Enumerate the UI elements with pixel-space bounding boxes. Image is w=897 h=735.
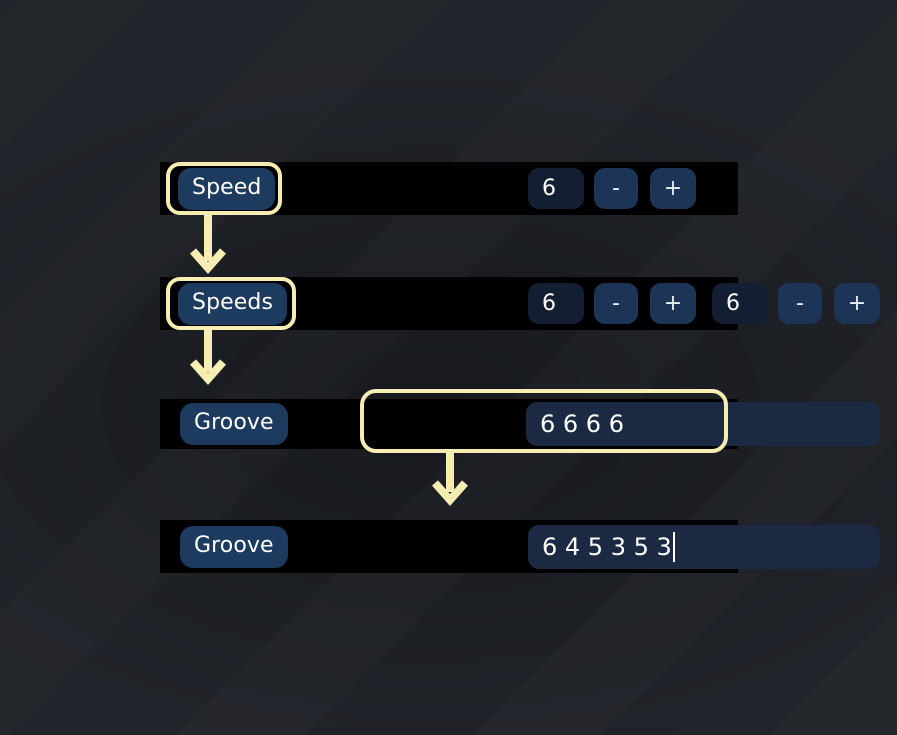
speed-value-box[interactable]: 6	[528, 168, 584, 209]
arrow-groove-input-edit	[432, 452, 468, 507]
speeds-decrement-button-1[interactable]: -	[594, 283, 638, 324]
groove-row-before: Groove 6 6 6 6	[160, 399, 880, 449]
speeds-increment-button-1[interactable]: +	[650, 283, 696, 324]
groove-row-after: Groove 6 4 5 3 5 3	[160, 520, 880, 573]
groove-input-after-value: 6 4 5 3 5 3	[542, 533, 672, 561]
speed-decrement-button[interactable]: -	[594, 168, 638, 209]
groove-input-before[interactable]: 6 6 6 6	[526, 402, 880, 446]
speeds-value-box-1[interactable]: 6	[528, 283, 584, 324]
arrow-speeds-to-groove	[190, 328, 226, 386]
arrow-speed-to-speeds	[190, 213, 226, 275]
groove-label-pill-after[interactable]: Groove	[180, 525, 288, 568]
speed-increment-button[interactable]: +	[650, 168, 696, 209]
speeds-decrement-button-2[interactable]: -	[778, 283, 822, 324]
speed-label-pill[interactable]: Speed	[178, 167, 276, 210]
speeds-label-pill[interactable]: Speeds	[178, 282, 288, 325]
speed-row: Speed 6 - +	[160, 162, 738, 215]
speeds-value-box-2[interactable]: 6	[712, 283, 768, 324]
groove-input-after[interactable]: 6 4 5 3 5 3	[528, 525, 880, 569]
groove-label-pill-before[interactable]: Groove	[180, 403, 288, 445]
speeds-row: Speeds 6 - + 6 - +	[160, 277, 880, 330]
text-caret	[672, 532, 675, 562]
speeds-increment-button-2[interactable]: +	[834, 283, 880, 324]
